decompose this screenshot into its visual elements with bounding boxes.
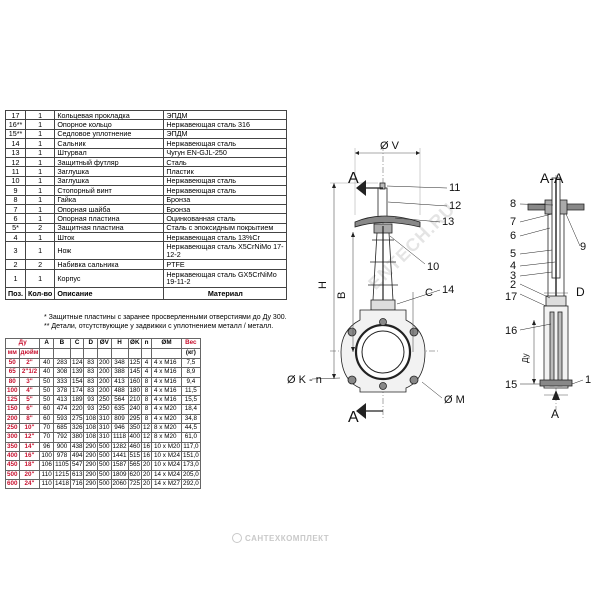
dims-cell: 1418: [52, 478, 71, 490]
callout-6: 6: [510, 230, 516, 242]
parts-cell-mat: Нержавеющая сталь X5CrNiMo 17-12-2: [163, 241, 288, 261]
front-view: [311, 145, 448, 420]
label-dia-m: Ø M: [444, 394, 465, 406]
callout-12: 12: [449, 200, 461, 212]
parts-header-qty: Кол-во: [25, 286, 56, 300]
brand-name: САНТЕХКОМПЛЕКТ: [245, 533, 330, 543]
label-section-a-bottom: A: [348, 409, 359, 426]
label-section-a-top: A: [348, 170, 359, 187]
callout-4: 4: [510, 260, 516, 272]
callout-5: 5: [510, 248, 516, 260]
callout-11: 11: [449, 182, 460, 194]
label-c: C: [425, 287, 433, 299]
dims-cell: 20: [141, 478, 153, 490]
section-view: [519, 175, 585, 410]
note-1: * Защитные пластины с заранее просверлен…: [44, 314, 287, 321]
notes: * Защитные пластины с заранее просверлен…: [44, 314, 287, 332]
dims-cell: 2060: [110, 478, 129, 490]
callout-10: 10: [427, 261, 439, 273]
label-dia-v: Ø V: [380, 140, 400, 152]
callout-8: 8: [510, 198, 516, 210]
parts-cell-qty: 2: [25, 259, 56, 270]
note-2: ** Детали, отсутствующие у задвижки с уп…: [44, 322, 274, 330]
label-du: Ду: [521, 353, 530, 363]
label-section-title: A-A: [540, 170, 564, 186]
parts-cell-mat: Нержавеющая сталь 13%Cr: [163, 232, 288, 243]
callout-16: 16: [505, 325, 517, 337]
label-side-d: D: [576, 285, 585, 299]
callout-1: 1: [585, 374, 591, 386]
callout-15: 15: [505, 379, 517, 391]
parts-cell-qty: 1: [25, 232, 56, 243]
dims-cell: 292,0: [180, 478, 201, 490]
label-dia-k: Ø K - n: [287, 374, 322, 386]
callout-7: 7: [510, 216, 516, 228]
callout-14: 14: [442, 284, 454, 296]
callout-3: 3: [510, 270, 516, 282]
brand-logo-icon: [232, 533, 242, 543]
callout-17: 17: [505, 291, 517, 303]
callout-13: 13: [442, 216, 454, 228]
dims-cell: 24": [18, 478, 41, 490]
parts-cell-mat: PTFE: [163, 259, 288, 270]
callout-2: 2: [510, 279, 516, 291]
label-b: B: [336, 292, 348, 299]
callout-9: 9: [580, 241, 586, 253]
label-h: H: [317, 281, 329, 289]
parts-header-mat: Материал: [163, 286, 288, 300]
dims-cell: 14 x M27: [151, 478, 182, 490]
brand-footer: САНТЕХКОМПЛЕКТ: [232, 533, 329, 543]
label-side-a: A: [551, 407, 559, 421]
